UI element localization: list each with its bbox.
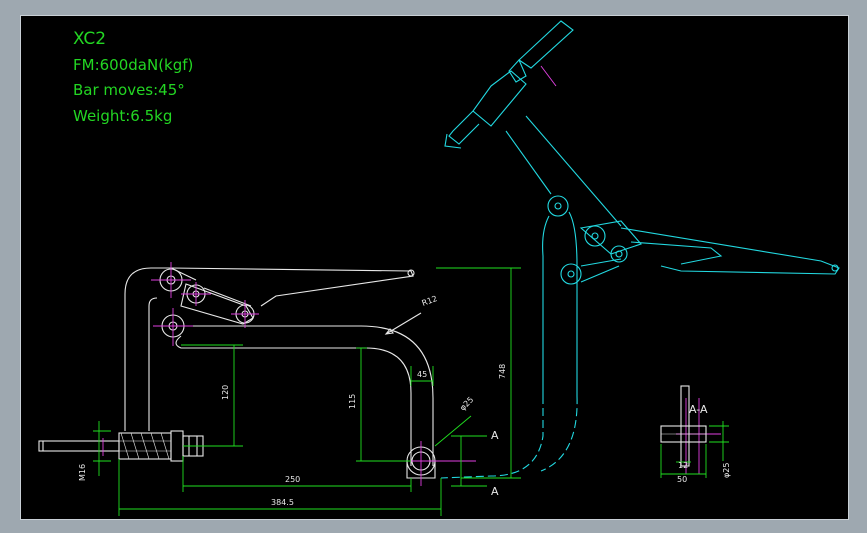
dim-748: 748 xyxy=(498,364,507,379)
section-dim-12: 12 xyxy=(678,461,688,470)
dim-r12: R12 xyxy=(421,294,439,308)
section-cut-label-top: A xyxy=(491,429,499,442)
section-dim-dia25: φ25 xyxy=(722,463,731,478)
dim-120: 120 xyxy=(221,385,230,400)
bar-moves-note: Bar moves:45° xyxy=(73,81,185,99)
section-a-a-view: A-A 12 50 φ25 xyxy=(660,385,731,484)
cad-drawing-frame[interactable]: XC2 FM:600daN(kgf) Bar moves:45° Weight:… xyxy=(20,15,849,520)
dim-m16: M16 xyxy=(78,464,87,481)
model-title: XC2 xyxy=(73,29,106,49)
dim-45: 45 xyxy=(417,370,427,379)
force-note: FM:600daN(kgf) xyxy=(73,56,193,74)
clamp-drawing[interactable]: XC2 FM:600daN(kgf) Bar moves:45° Weight:… xyxy=(21,16,848,519)
section-cut-label-bottom: A xyxy=(491,485,499,498)
dim-250: 250 xyxy=(285,475,300,484)
section-dim-50: 50 xyxy=(677,475,687,484)
dim-115: 115 xyxy=(348,394,357,409)
dim-dia25: φ25 xyxy=(458,395,475,412)
dim-384-5: 384.5 xyxy=(271,498,294,507)
centerlines xyxy=(102,65,721,486)
clamp-body-open xyxy=(440,20,840,479)
section-a-a-title: A-A xyxy=(689,403,708,416)
weight-note: Weight:6.5kg xyxy=(73,107,172,125)
dimension-lines xyxy=(93,267,521,516)
spindle-assembly xyxy=(38,430,204,462)
